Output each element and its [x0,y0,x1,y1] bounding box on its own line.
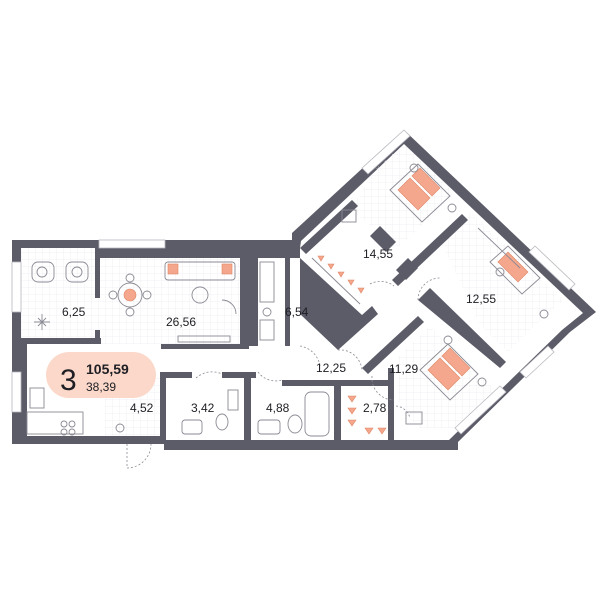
area-bedroom-bottom: 11,29 [389,362,418,376]
area-entry: 4,52 [130,401,154,415]
bed-bottom [405,335,487,425]
hall-wardrobe [311,255,365,305]
wardrobe-hangers [347,395,387,435]
sofa [164,261,237,343]
living-area: 38,39 [86,380,116,394]
area-bedroom-right: 12,55 [466,292,496,306]
room-area-labels: 6,25 26,56 6,54 14,55 12,55 12,25 11,29 … [62,247,496,415]
area-wc: 3,42 [191,401,215,415]
wc-fixtures [181,389,239,435]
storage-fixtures [259,261,275,341]
area-kitchen-corner: 6,25 [62,305,86,319]
bed-right [477,227,549,319]
area-hall: 12,25 [316,361,346,375]
bed-top [341,163,457,223]
area-bedroom-top: 14,55 [363,247,393,261]
apartment-summary-badge: 3 105,59 38,39 [46,352,156,398]
area-living: 26,56 [166,315,196,329]
badge-background [46,352,156,398]
doors [126,277,441,469]
windows [11,129,576,435]
dining-table [108,273,152,317]
furniture [26,163,549,437]
dining-corner-furniture [31,261,89,330]
entry-meter-icon [115,423,125,433]
total-area: 105,59 [86,361,129,377]
kitchen-counter [26,387,84,436]
area-bathroom: 4,88 [266,401,290,415]
bathroom-fixtures [257,391,330,437]
area-storage: 6,54 [285,305,309,319]
room-count: 3 [60,364,77,397]
area-wardrobe: 2,78 [363,401,387,415]
interior-walls [21,200,506,440]
